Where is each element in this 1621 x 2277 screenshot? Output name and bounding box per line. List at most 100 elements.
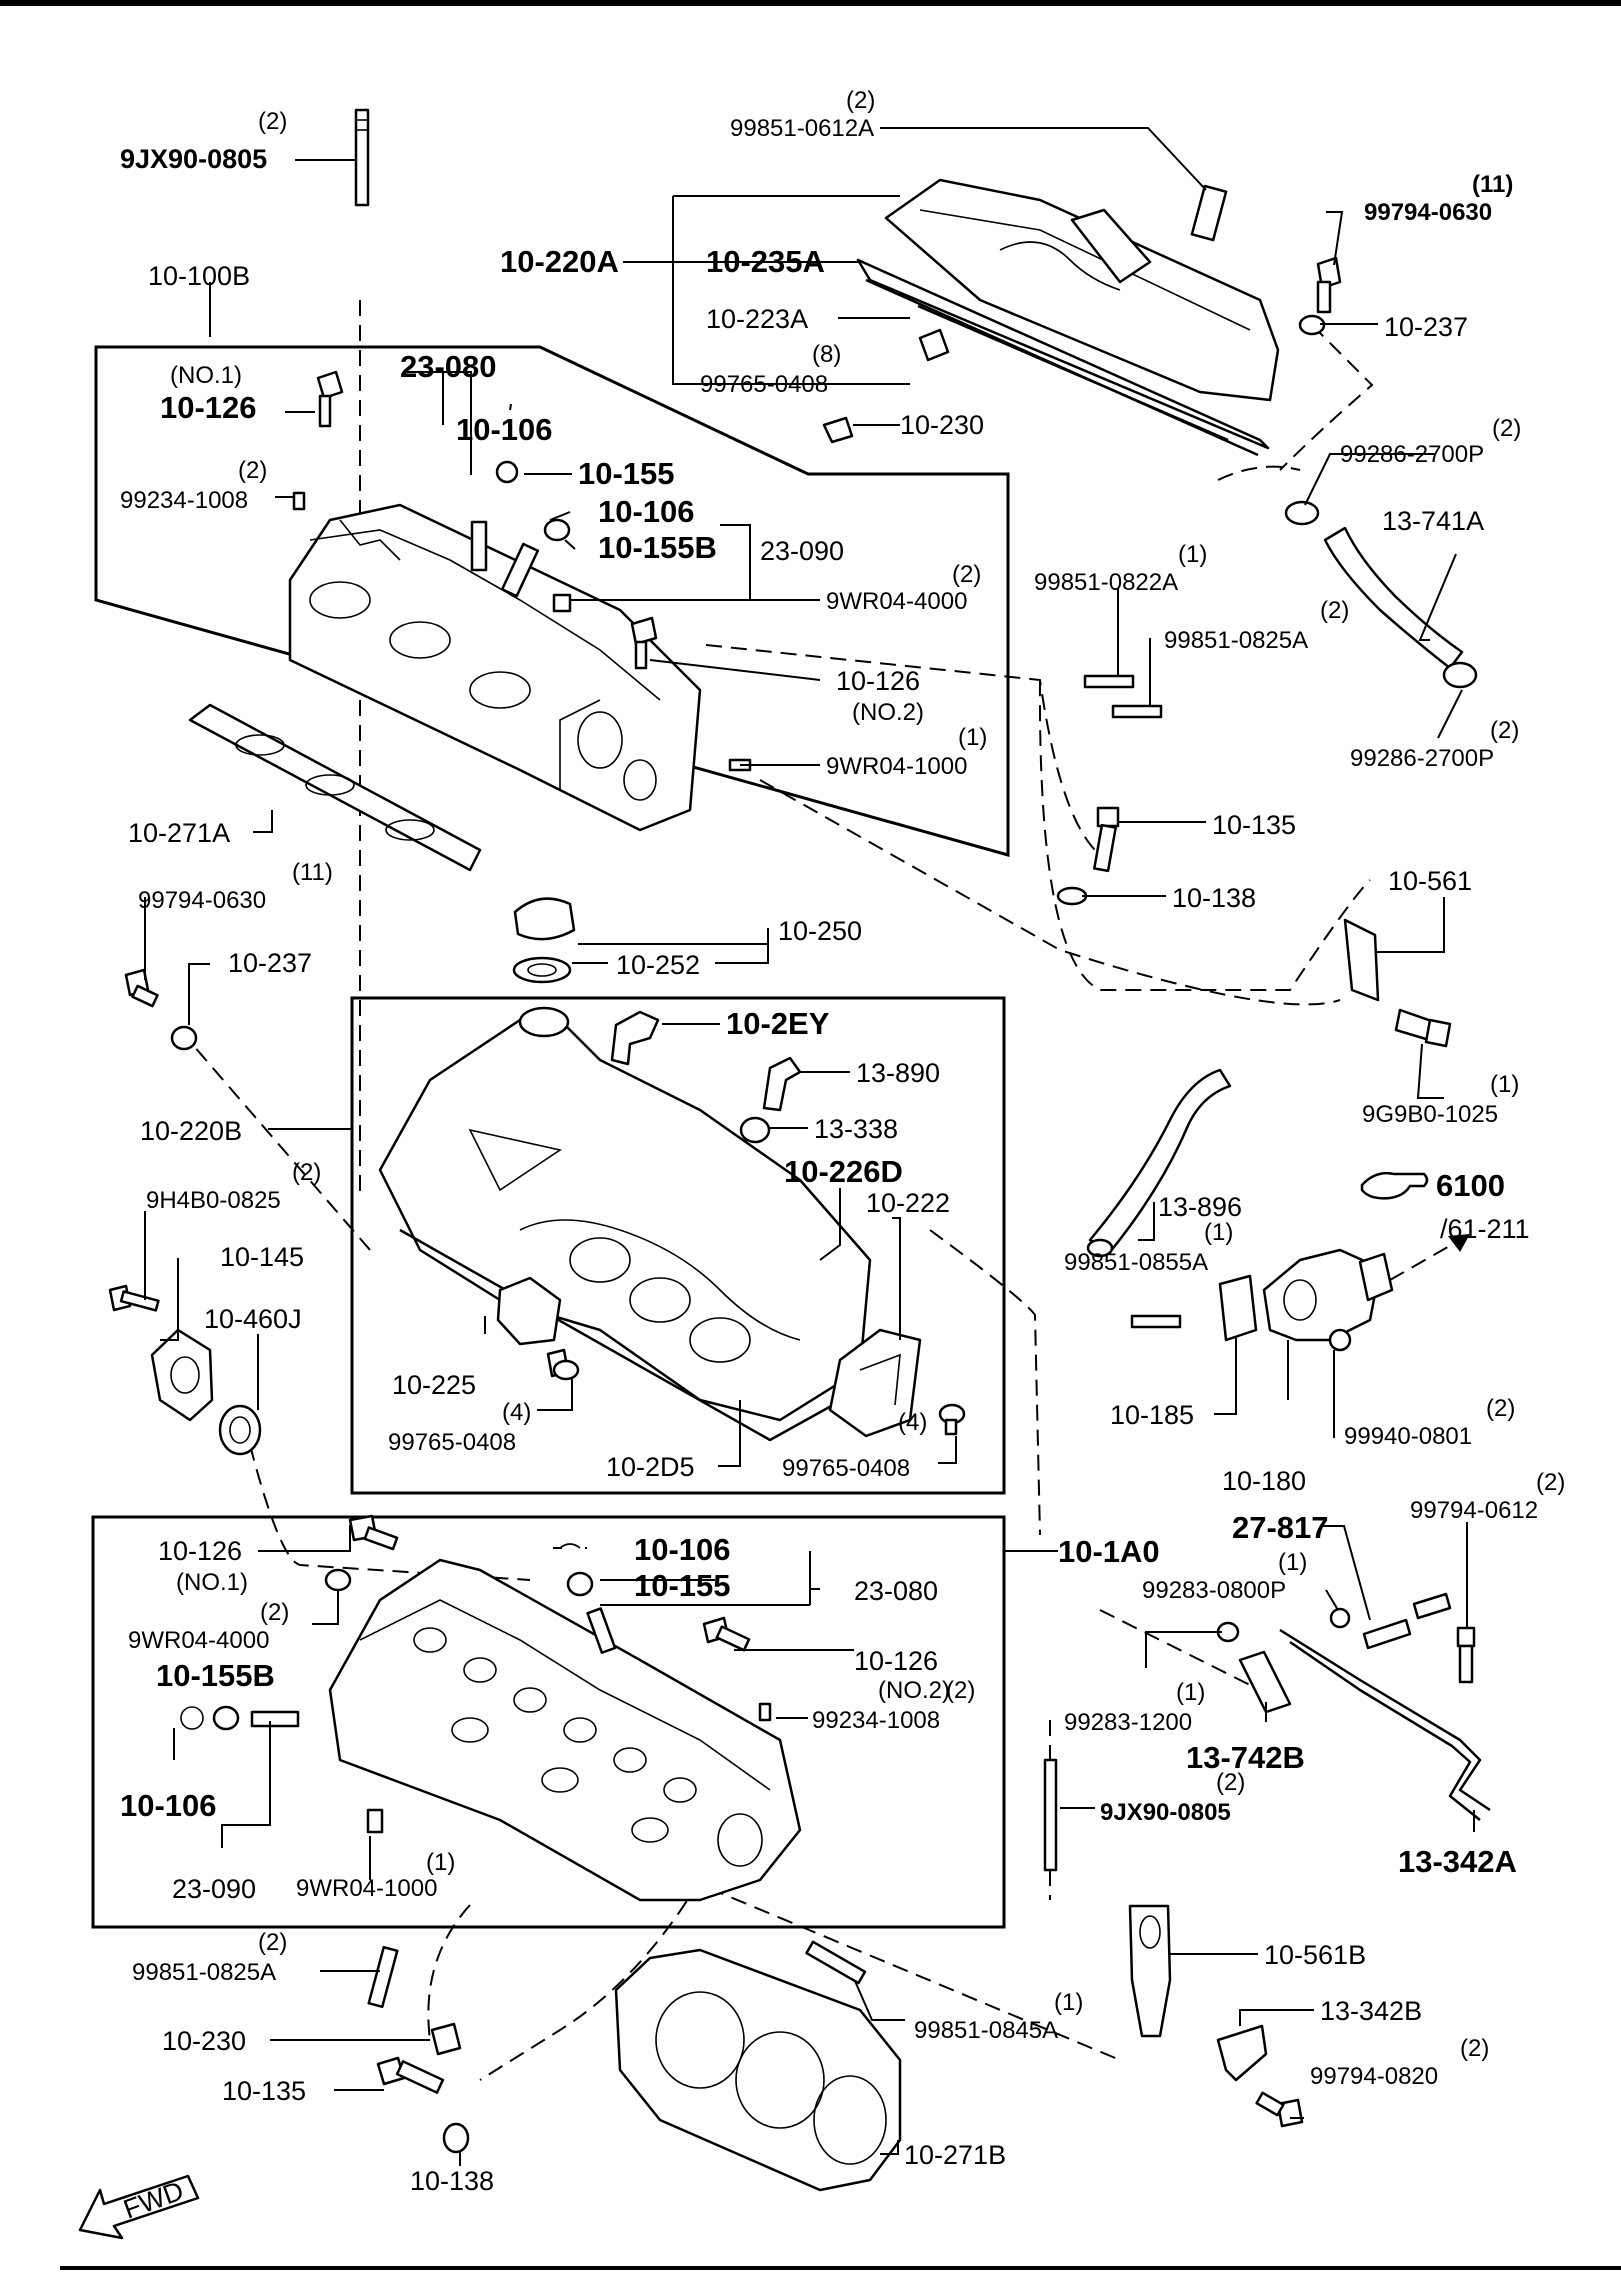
lifter-23-080-top: [470, 460, 519, 572]
pcv-elbow-10-2ey: [610, 1010, 660, 1066]
cylinder-head-upper-box: [94, 345, 1010, 857]
label-99794-0612: 99794-0612: [1410, 1497, 1538, 1524]
label-99765-0408-top: 99765-0408: [700, 371, 828, 398]
label-qty: (2): [260, 1599, 289, 1626]
bolt-10-135-bottom: [376, 2056, 445, 2094]
label-99851-0855a: 99851-0855A: [1064, 1249, 1208, 1276]
label-qty: (11): [292, 859, 333, 886]
label-10-561: 10-561: [1388, 866, 1472, 896]
label-99794-0630-right: 99794-0630: [1364, 199, 1492, 226]
label-99283-0800p: 99283-0800P: [1142, 1577, 1286, 1604]
label-10-222: 10-222: [866, 1188, 950, 1218]
label-no1: (NO.1): [170, 362, 242, 389]
oil-seal-10-460j: [218, 1404, 262, 1456]
label-qty: (4): [502, 1399, 531, 1426]
bolt-10-126-no2-top: [630, 616, 658, 670]
bolt-9g9b0: [1394, 1008, 1452, 1048]
reference-arrow-61-211: [1389, 1234, 1470, 1281]
top-rule: [0, 0, 1621, 6]
label-13-342a: 13-342A: [1398, 1844, 1517, 1879]
label-no2-bottom: (NO.2): [878, 1677, 950, 1704]
hose-27-817: [1362, 1592, 1452, 1650]
grommet-10-237-left: [170, 1025, 198, 1051]
plug-10-230-bottom: [430, 2022, 462, 2056]
stud-99851-0825a-bottom: [367, 1945, 399, 2009]
bolt-10-126-no1-bottom: [348, 1514, 399, 1551]
label-qty: (2): [258, 1929, 287, 1956]
bolt-9h4b0: [108, 1284, 160, 1312]
label-qty: (1): [1490, 1071, 1519, 1098]
label-10-561b: 10-561B: [1264, 1940, 1366, 1970]
label-no2-top: (NO.2): [852, 699, 924, 726]
label-99765-0408-mid2: 99765-0408: [782, 1455, 910, 1482]
bolt-99794-0630-left: [124, 968, 159, 1008]
leader-lines: [144, 127, 1475, 2166]
label-10-252: 10-252: [616, 950, 700, 980]
label-13-338: 13-338: [814, 1114, 898, 1144]
stud-99851-0845a: [805, 1940, 867, 1985]
label-10-138-right: 10-138: [1172, 883, 1256, 913]
label-10-185: 10-185: [1110, 1400, 1194, 1430]
water-pipe-13-342a: [1279, 1628, 1491, 1821]
label-9g9b0-1025: 9G9B0-1025: [1362, 1101, 1498, 1128]
bolt-99765-mid2: [938, 1403, 966, 1436]
label-10-460j: 10-460J: [204, 1304, 302, 1334]
stud-9jx90-top: [354, 108, 370, 207]
label-10-106-bottom: 10-106: [634, 1532, 731, 1567]
label-10-220b: 10-220B: [140, 1116, 242, 1146]
label-10-237-left: 10-237: [228, 948, 312, 978]
washer-10-138-bottom: [442, 2122, 470, 2154]
plug-99940-0801: [1328, 1328, 1352, 1352]
label-10-155-top: 10-155: [578, 456, 675, 491]
part-labels: (2) 9JX90-0805 10-100B (NO.1) 10-126 23-…: [120, 87, 1565, 2196]
bottom-rule: [60, 2266, 1621, 2270]
clamp-99283-0800p: [1329, 1607, 1351, 1629]
pin-99234-bottom: [758, 1702, 772, 1722]
bolt-99851-0612a: [1190, 184, 1228, 242]
label-qty: (11): [1472, 171, 1513, 198]
forward-arrow-icon: FWD: [78, 2174, 200, 2240]
label-10-126-no2-top: 10-126: [836, 666, 920, 696]
label-qty: (1): [1178, 541, 1207, 568]
label-99851-0845a: 99851-0845A: [914, 2017, 1058, 2044]
label-10-155-bottom: 10-155: [634, 1568, 731, 1603]
label-qty: (2): [1216, 1769, 1245, 1796]
label-10-271a: 10-271A: [128, 818, 230, 848]
label-61-211: /61-211: [1440, 1214, 1530, 1244]
cylinder-head-cover-box: [350, 996, 1006, 1495]
label-qty: (1): [1054, 1989, 1083, 2016]
label-99794-0820: 99794-0820: [1310, 2063, 1438, 2090]
label-27-817: 27-817: [1232, 1510, 1329, 1545]
label-23-090-bottom: 23-090: [172, 1874, 256, 1904]
label-qty: (2): [1536, 1469, 1565, 1496]
label-qty: (2): [1492, 415, 1521, 442]
grommet-13-338: [739, 1116, 771, 1144]
stud-99851-0855a: [1130, 1314, 1182, 1329]
label-9h4b0-0825: 9H4B0-0825: [146, 1187, 281, 1214]
label-9wr04-1000-bottom: 9WR04-1000: [296, 1875, 437, 1902]
pcv-valve-13-890: [762, 1056, 802, 1112]
label-10-2ey: 10-2EY: [726, 1006, 830, 1041]
plug-10-230-top: [822, 416, 854, 444]
label-qty: (2): [952, 561, 981, 588]
bolt-99794-0820: [1255, 2091, 1304, 2128]
label-10-226d: 10-226D: [784, 1154, 903, 1189]
plug-9wr04-4000-top: [552, 593, 572, 613]
label-99286-2700p-bottom: 99286-2700P: [1350, 745, 1494, 772]
label-qty: (1): [1278, 1549, 1307, 1576]
label-99234-1008-top: 99234-1008: [120, 487, 248, 514]
label-qty: (2): [238, 457, 267, 484]
seal-10-155b-top: [500, 518, 571, 598]
washer-10-138-right: [1056, 886, 1088, 906]
label-10-135-bottom: 10-135: [222, 2076, 306, 2106]
label-10-180: 10-180: [1222, 1466, 1306, 1496]
label-qty: (8): [812, 341, 841, 368]
label-23-080-top: 23-080: [400, 349, 497, 384]
oil-separator-10-222: [828, 1328, 922, 1438]
reference-hand-icon: [1360, 1171, 1429, 1200]
label-10-138-bottom: 10-138: [410, 2166, 494, 2196]
seal-10-155b-bottom: [180, 1705, 300, 1731]
label-99851-0825a-right: 99851-0825A: [1164, 627, 1308, 654]
label-qty: (2): [1320, 597, 1349, 624]
cylinder-head-lower: [328, 1558, 802, 1902]
